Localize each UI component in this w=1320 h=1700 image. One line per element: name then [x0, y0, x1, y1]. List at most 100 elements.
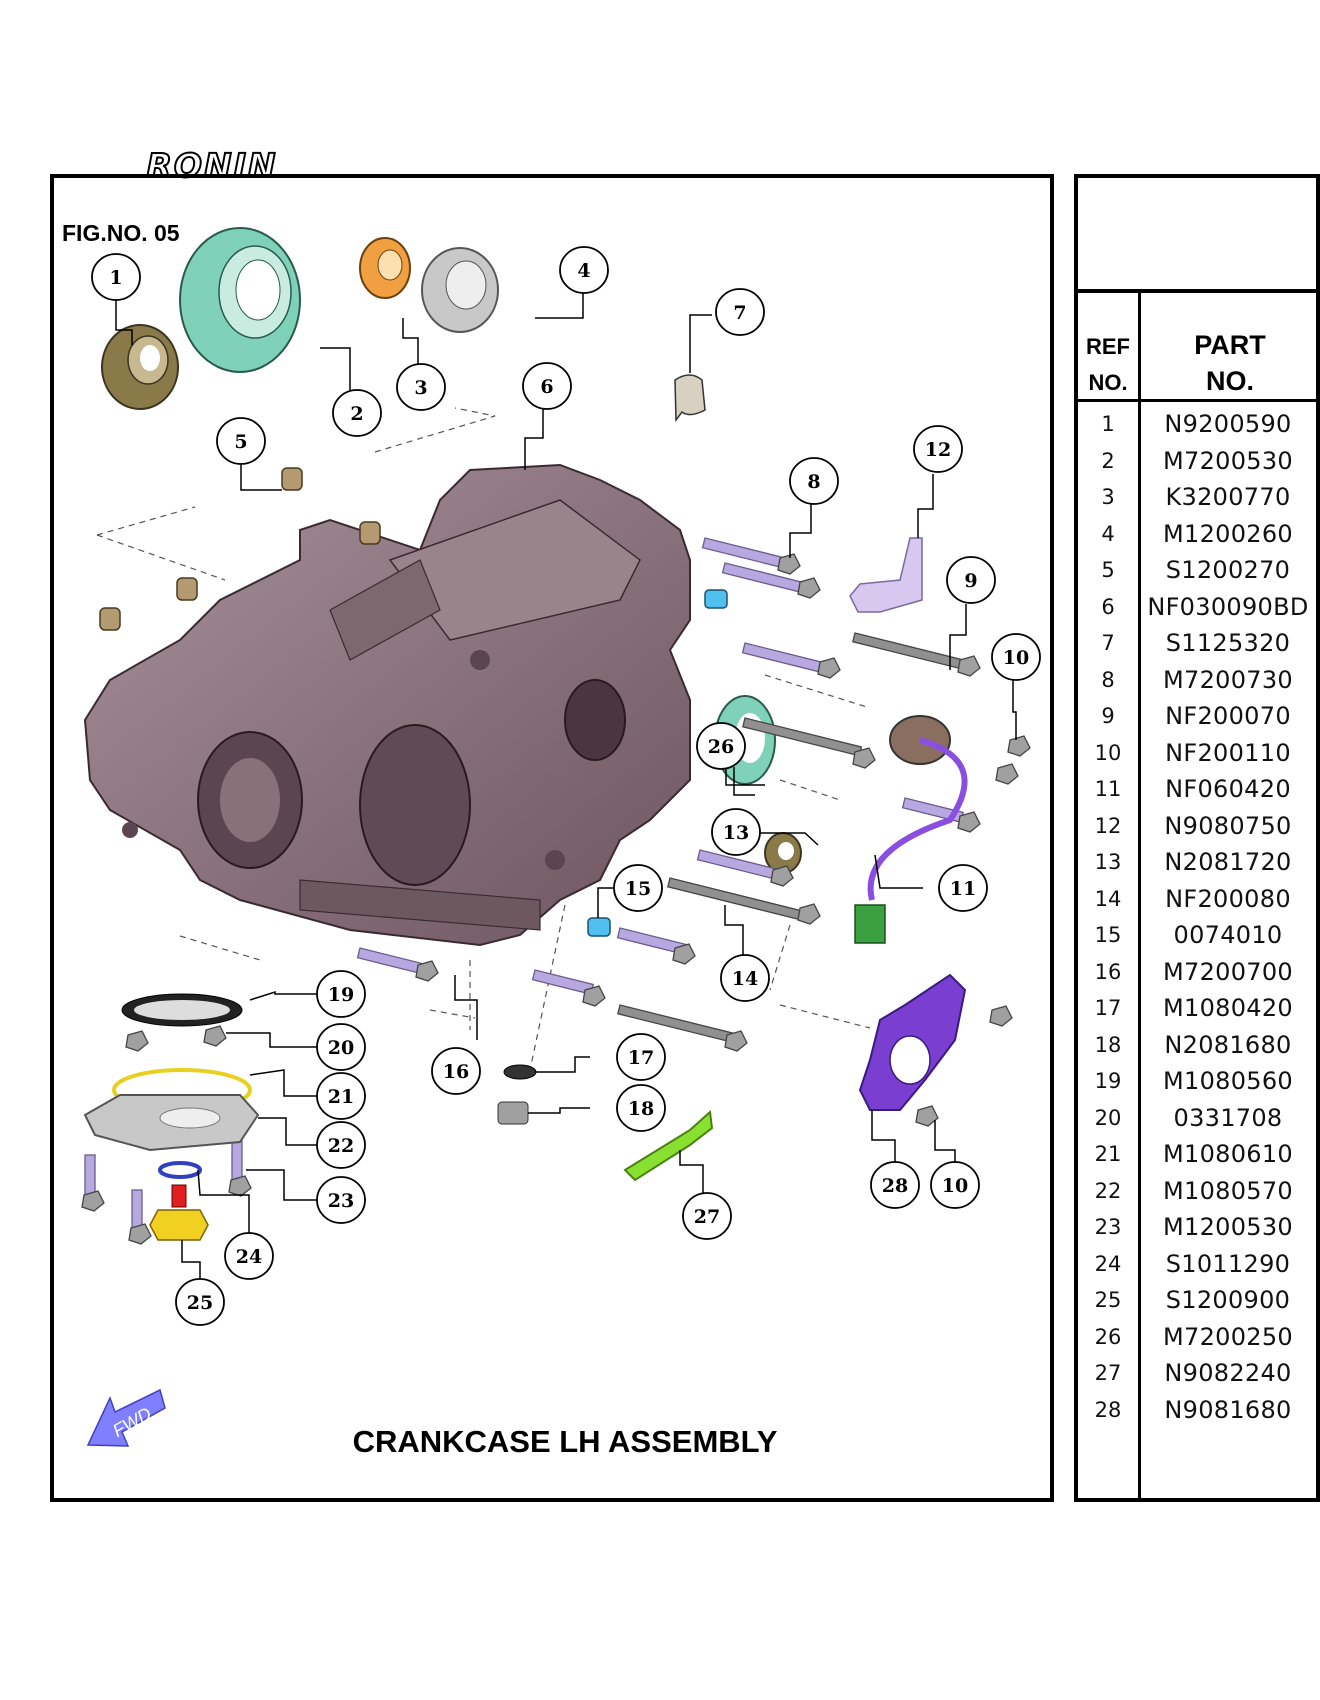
part-no-cell: NF030090BD	[1147, 592, 1309, 621]
part-no-cell: M7200530	[1163, 446, 1293, 475]
part-no-cell: M1080560	[1163, 1067, 1293, 1096]
part-no-cell: 0331708	[1173, 1103, 1283, 1132]
part-no-cell: M7200730	[1163, 665, 1293, 694]
callout-number: 27	[694, 1206, 720, 1228]
callout-number: 12	[925, 439, 951, 461]
callout-number: 25	[187, 1292, 213, 1314]
callout-bubble: 3	[396, 363, 446, 411]
dowel-pins	[99, 467, 381, 631]
ref-no-cell: 17	[1094, 996, 1122, 1021]
callout-bubble: 5	[216, 417, 266, 465]
part-no-cell: S1011290	[1165, 1249, 1291, 1278]
callout-number: 20	[328, 1037, 354, 1059]
callout-number: 13	[723, 822, 749, 844]
bearing-2	[179, 227, 301, 373]
ref-no-cell: 16	[1094, 959, 1122, 984]
part-header-line2: NO.	[1205, 366, 1254, 396]
drain-plug-25	[149, 1184, 209, 1241]
callout-number: 2	[350, 403, 363, 425]
table-row: 11 NF060420	[1078, 771, 1318, 808]
callout-number: 22	[328, 1135, 354, 1157]
callout-number: 24	[236, 1246, 262, 1268]
ref-no-cell: 25	[1094, 1288, 1122, 1313]
ref-no-cell: 24	[1094, 1251, 1122, 1276]
ref-no-cell: 11	[1094, 777, 1122, 802]
table-row: 14 NF200080	[1078, 881, 1318, 918]
ref-no-cell: 19	[1094, 1069, 1122, 1094]
callout-number: 14	[732, 968, 758, 990]
callout-bubble: 20	[316, 1023, 366, 1071]
callout-number: 16	[443, 1061, 469, 1083]
callout-number: 28	[882, 1175, 908, 1197]
callout-bubble: 4	[559, 246, 609, 294]
part-no-cell: M1200260	[1163, 519, 1293, 548]
ronin-logo: RONIN	[100, 146, 325, 186]
assembly-guide-lines	[96, 407, 871, 1071]
callout-bubble: 10	[991, 633, 1041, 681]
callout-number: 11	[950, 878, 976, 900]
ref-no-cell: 20	[1094, 1105, 1122, 1130]
table-row: 19 M1080560	[1078, 1063, 1318, 1100]
part-header-line1: PART	[1194, 330, 1266, 360]
ref-no-cell: 15	[1094, 923, 1122, 948]
table-row: 8 M7200730	[1078, 662, 1318, 699]
table-row: 20 0331708	[1078, 1100, 1318, 1137]
callout-number: 10	[1003, 647, 1029, 669]
ref-no-cell: 12	[1094, 813, 1122, 838]
callout-number: 21	[328, 1086, 354, 1108]
callout-bubble: 2	[332, 389, 382, 437]
callout-bubble: 17	[616, 1033, 666, 1081]
part-no-cell: S1125320	[1165, 629, 1291, 658]
part-no-cell: NF200070	[1165, 702, 1291, 731]
ref-no-cell: 9	[1101, 704, 1115, 729]
table-row: 25 S1200900	[1078, 1282, 1318, 1319]
part-no-cell: N9200590	[1164, 410, 1292, 439]
clamp-7	[674, 374, 706, 423]
part-no-cell: M7200700	[1163, 957, 1293, 986]
part-no-cell: NF200110	[1165, 738, 1291, 767]
callout-number: 19	[328, 984, 354, 1006]
callout-number: 17	[628, 1047, 654, 1069]
table-row: 24 S1011290	[1078, 1246, 1318, 1283]
washer-24	[158, 1161, 202, 1179]
callout-bubble: 10	[930, 1161, 980, 1209]
callout-number: 4	[577, 260, 590, 282]
part-no-cell: NF060420	[1165, 775, 1291, 804]
ref-no-cell: 27	[1094, 1361, 1122, 1386]
assembly-title: CRANKCASE LH ASSEMBLY	[352, 1424, 778, 1459]
plug-18	[497, 1101, 529, 1125]
part-no-cell: M7200250	[1163, 1322, 1293, 1351]
part-no-cell: S1200900	[1165, 1286, 1291, 1315]
callout-bubble: 27	[682, 1192, 732, 1240]
table-header-bottom-rule	[1074, 399, 1320, 402]
callout-bubble: 15	[613, 864, 663, 912]
bearing-4	[421, 247, 499, 333]
callout-number: 1	[109, 267, 122, 289]
bracket-27	[623, 1109, 714, 1182]
callout-bubble: 21	[316, 1072, 366, 1120]
ref-header-line2: NO.	[1088, 370, 1128, 395]
ref-no-cell: 7	[1101, 631, 1115, 656]
part-no-cell: NF200080	[1165, 884, 1291, 913]
callout-bubble: 18	[616, 1084, 666, 1132]
ref-no-cell: 8	[1101, 667, 1115, 692]
table-column-divider	[1138, 289, 1141, 1502]
bearing-13	[764, 832, 802, 874]
table-row: 16 M7200700	[1078, 954, 1318, 991]
callout-bubble: 16	[431, 1047, 481, 1095]
ref-no-cell: 18	[1094, 1032, 1122, 1057]
ref-no-cell: 14	[1094, 886, 1122, 911]
callout-number: 9	[964, 570, 977, 592]
callout-bubble: 7	[715, 288, 765, 336]
